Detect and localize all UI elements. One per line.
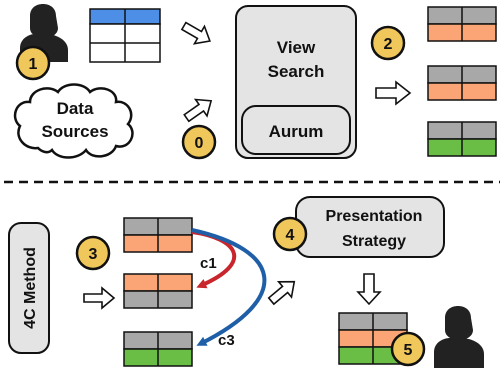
hollow-arrow-sources-to-search	[183, 98, 213, 123]
user-icon-result	[434, 306, 484, 368]
step-badge-4-number: 4	[286, 227, 295, 244]
step-badge-0	[181, 124, 217, 160]
data-sources-label-line2: Sources	[41, 122, 108, 141]
hollow-arrow-views-to-presentation	[267, 280, 296, 306]
data-sources-label-line1: Data	[57, 99, 94, 118]
data-sources-cloud	[13, 83, 134, 159]
method-box	[8, 222, 50, 354]
candidate-view-2	[123, 273, 193, 309]
presentation-label-line1: Presentation	[326, 208, 423, 225]
step-badge-3	[75, 235, 111, 271]
step-badge-5-number: 5	[404, 342, 413, 359]
step-badge-3-number: 3	[89, 246, 98, 263]
aurum-label: Aurum	[269, 122, 324, 141]
aurum-box	[241, 105, 351, 155]
result-view-3	[427, 121, 497, 157]
final-view-stack	[338, 312, 408, 365]
view-search-label-line2: Search	[268, 62, 325, 81]
candidate-view-1	[123, 217, 193, 253]
step-badge-0-number: 0	[195, 135, 204, 152]
c3-relation-arrow	[191, 228, 267, 346]
query-table-icon	[89, 8, 161, 63]
hollow-arrow-presentation-to-final	[356, 273, 382, 306]
hollow-arrow-method-to-views	[83, 286, 116, 310]
result-view-2	[427, 65, 497, 101]
step-badge-4	[272, 216, 308, 252]
candidate-view-3	[123, 331, 193, 367]
hollow-arrow-table-to-search	[180, 21, 211, 45]
view-search-label-line1: View	[277, 38, 316, 57]
c3-label: c3	[218, 332, 235, 349]
presentation-label-line2: Strategy	[342, 233, 406, 250]
hollow-arrow-search-to-results	[375, 80, 412, 106]
result-view-1	[427, 6, 497, 42]
step-badge-5	[390, 331, 426, 367]
step-badge-1-number: 1	[29, 56, 38, 73]
c1-label: c1	[200, 255, 217, 272]
step-badge-2-number: 2	[384, 36, 393, 53]
step-badge-2	[370, 25, 406, 61]
method-label: 4C Method	[22, 247, 39, 329]
step-badge-1	[15, 45, 51, 81]
